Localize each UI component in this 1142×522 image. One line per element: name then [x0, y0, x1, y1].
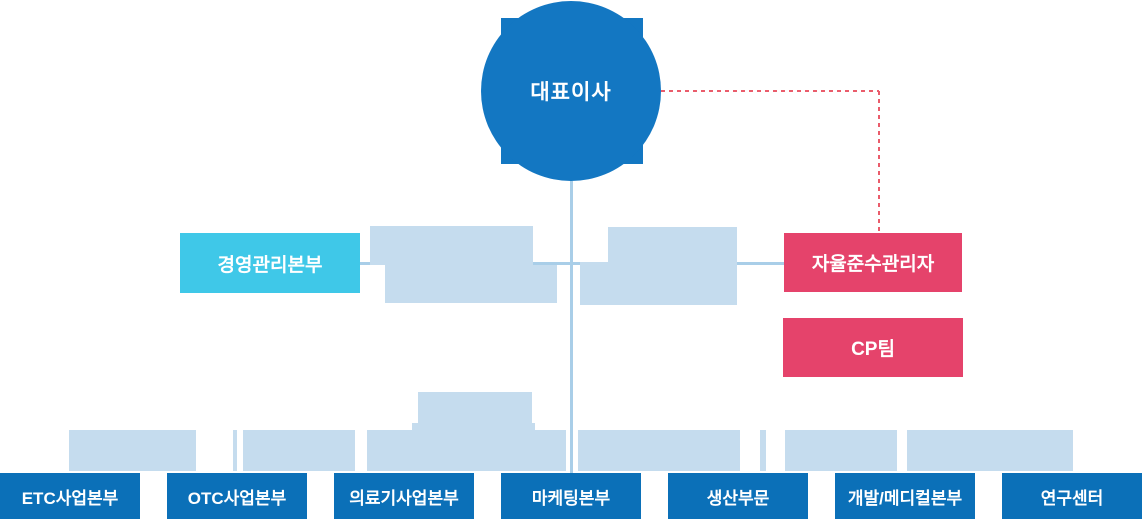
trunk-band-segment — [243, 430, 355, 471]
dept-box-research-center: 연구센터 — [1002, 473, 1142, 519]
connector-vertical-trunk — [570, 181, 573, 473]
ceo-node: 대표이사 — [481, 1, 661, 181]
dept-label: 개발/메디컬본부 — [847, 488, 963, 508]
dept-box-compliance-manager: 자율준수관리자 — [784, 233, 962, 292]
ghost-rect — [370, 226, 533, 265]
ghost-rect — [385, 265, 557, 303]
connector-horizontal-mid — [360, 262, 784, 265]
dept-box-cp-team: CP팀 — [783, 318, 963, 377]
ghost-pyramid-step — [412, 423, 535, 433]
dept-label: 생산부문 — [706, 488, 770, 508]
trunk-band-segment — [785, 430, 897, 471]
dept-label: OTC사업본부 — [187, 488, 287, 508]
dept-label: 자율준수관리자 — [811, 254, 935, 275]
trunk-band-segment — [578, 430, 740, 471]
dept-label: 경영관리본부 — [217, 254, 323, 276]
dept-box-management: 경영관리본부 — [180, 233, 360, 293]
dept-box-etc: ETC사업본부 — [0, 473, 140, 519]
ghost-rect — [608, 227, 737, 305]
dept-label: CP팀 — [851, 339, 895, 360]
dept-box-production: 생산부문 — [668, 473, 808, 519]
trunk-band-segment — [69, 430, 196, 471]
dept-box-otc: OTC사업본부 — [167, 473, 307, 519]
dept-label: 마케팅본부 — [531, 488, 611, 508]
dept-box-medical-device: 의료기사업본부 — [334, 473, 474, 519]
dept-label: 의료기사업본부 — [349, 488, 459, 508]
dept-label: ETC사업본부 — [21, 488, 119, 508]
trunk-band-segment — [907, 430, 1073, 471]
ghost-pyramid-step — [418, 392, 532, 423]
dept-box-marketing: 마케팅본부 — [501, 473, 641, 519]
dept-box-dev-medical: 개발/메디컬본부 — [835, 473, 975, 519]
dept-label: 연구센터 — [1040, 488, 1104, 508]
trunk-band-segment — [233, 430, 237, 471]
dashed-connector-horizontal — [661, 90, 879, 92]
ghost-rect — [580, 262, 608, 305]
trunk-band-segment — [367, 430, 566, 471]
dashed-connector-vertical — [878, 91, 880, 232]
ceo-label: 대표이사 — [530, 81, 612, 104]
trunk-band-segment — [760, 430, 766, 471]
